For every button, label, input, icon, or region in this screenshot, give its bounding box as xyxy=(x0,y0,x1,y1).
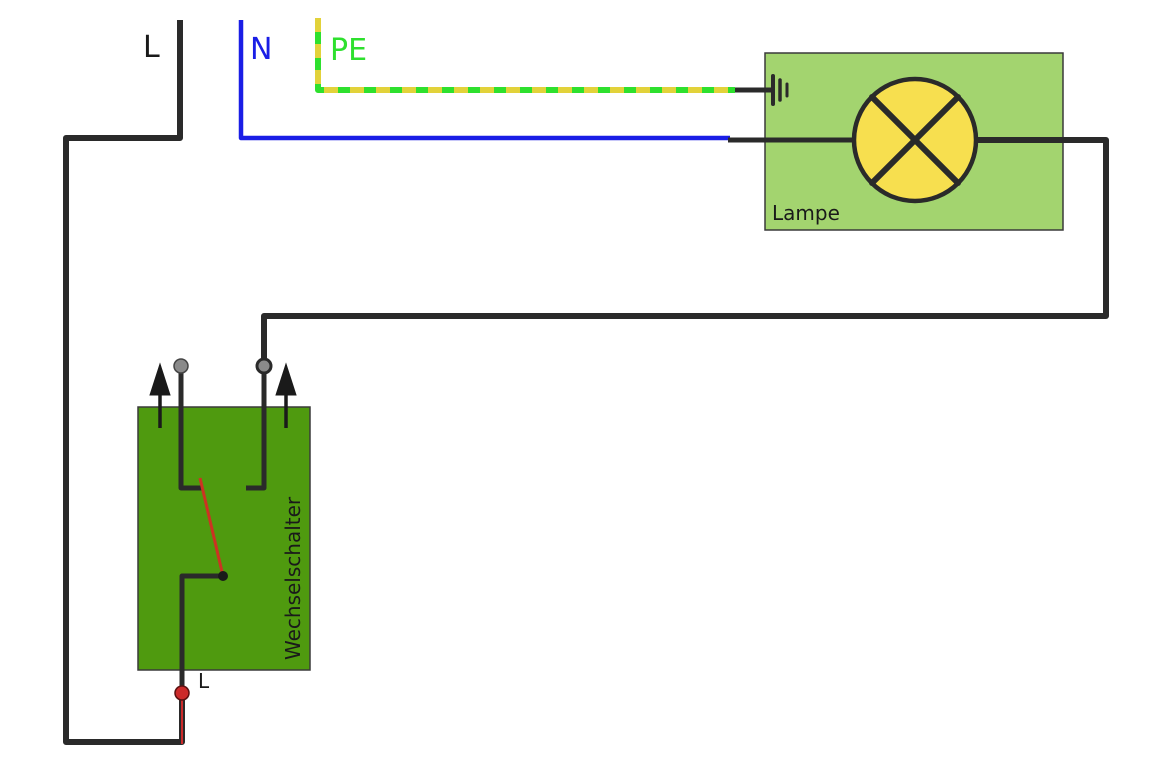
pe-wire-green xyxy=(315,18,735,93)
arrow-up-icon xyxy=(149,362,171,428)
lever-pivot xyxy=(218,571,228,581)
label-lamp: Lampe xyxy=(772,201,840,225)
label-line: L xyxy=(143,30,160,65)
terminal-right xyxy=(255,357,273,375)
traveller-left-wire xyxy=(178,367,202,491)
terminal-left xyxy=(173,358,189,374)
arrow-up-icon xyxy=(275,362,297,428)
label-switch-common: L xyxy=(198,669,210,693)
lamp-bulb-icon xyxy=(851,76,979,204)
traveller-right-wire xyxy=(246,367,267,491)
label-neutral: N xyxy=(250,32,272,67)
ground-icon xyxy=(771,74,789,106)
switched-line-wire xyxy=(261,137,1109,367)
label-pe: PE xyxy=(330,33,367,68)
common-wire xyxy=(179,573,222,694)
label-switch: Wechselschalter xyxy=(281,496,305,660)
terminal-common xyxy=(174,685,190,701)
switch-box xyxy=(137,406,311,671)
neutral-wire xyxy=(238,20,730,141)
pe-wire-yellow xyxy=(315,18,735,93)
switch-lever xyxy=(198,477,225,577)
